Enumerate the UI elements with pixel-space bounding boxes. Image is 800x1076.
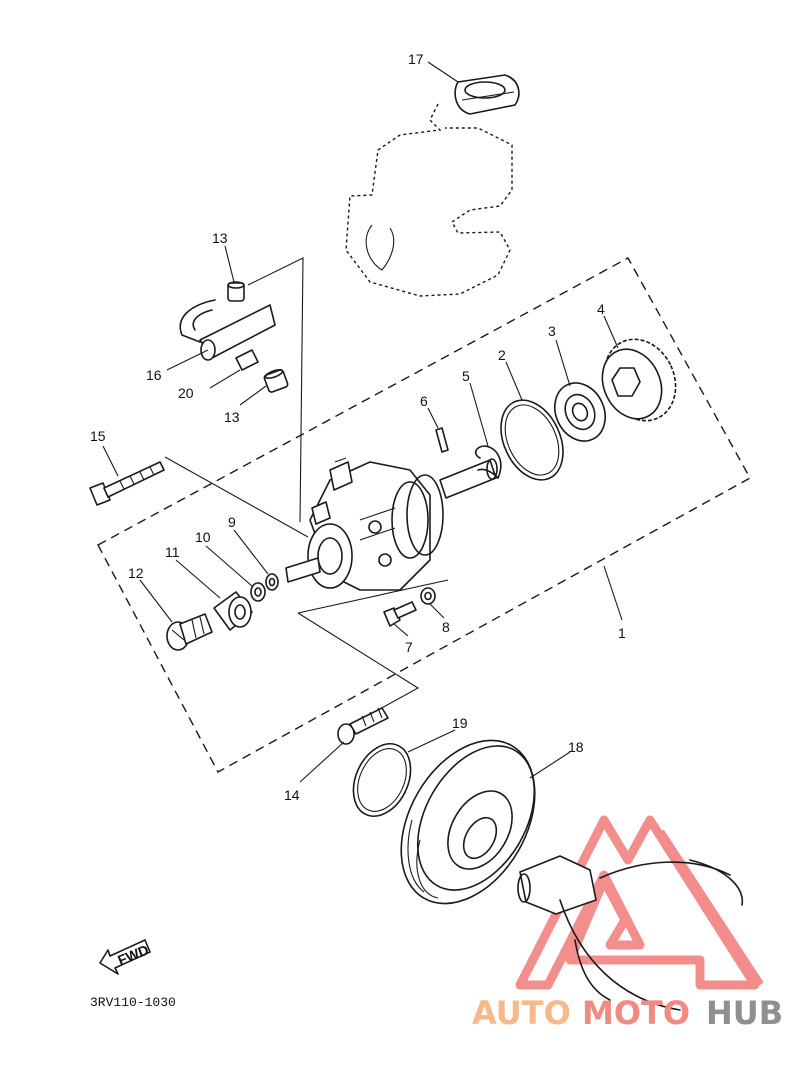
part-19-oring <box>352 743 412 817</box>
crankcase-outline <box>345 103 513 297</box>
part-17-cap <box>454 74 520 115</box>
label-16: 16 <box>146 367 162 383</box>
part-15-bolt <box>89 461 165 506</box>
label-20: 20 <box>178 385 194 401</box>
watermark-text: AUTO MOTO HUB <box>472 994 783 1032</box>
label-11: 11 <box>165 544 180 560</box>
label-1: 1 <box>618 625 626 641</box>
label-10: 10 <box>195 529 211 545</box>
watermark-part-1: AUTO <box>472 994 571 1032</box>
part-14-bolt <box>337 707 389 745</box>
diagram-code: 3RV110-1030 <box>90 995 176 1010</box>
part-16-pipe <box>179 299 276 361</box>
label-18: 18 <box>568 739 584 755</box>
part-2-oring <box>500 399 564 481</box>
watermark-part-3: HUB <box>706 994 783 1032</box>
label-13-lower: 13 <box>224 409 240 425</box>
label-2: 2 <box>498 347 506 363</box>
label-6: 6 <box>420 393 428 409</box>
part-13-lower-sleeve <box>263 369 289 393</box>
leader-lines <box>102 61 623 783</box>
watermark-logo-icon <box>515 815 764 990</box>
crankshaft <box>517 855 744 1011</box>
oil-pump-body <box>285 457 498 591</box>
label-3: 3 <box>548 323 556 339</box>
part-number-labels: 17 13 16 20 13 15 6 5 2 3 4 9 10 11 12 7… <box>90 51 626 803</box>
part-6-pin <box>435 427 449 453</box>
part-13-upper-sleeve <box>227 281 245 302</box>
fwd-arrow-icon: FWD <box>99 939 151 975</box>
label-17: 17 <box>408 51 424 67</box>
label-8: 8 <box>442 619 450 635</box>
label-19: 19 <box>452 715 468 731</box>
label-14: 14 <box>284 787 300 803</box>
label-5: 5 <box>462 368 470 384</box>
part-10-washer <box>250 582 266 602</box>
part-7-bolt <box>383 601 417 627</box>
assembly-boundary <box>97 257 751 773</box>
part-20-dowel <box>235 349 259 371</box>
label-13-upper: 13 <box>212 230 228 246</box>
part-8-washer <box>420 587 436 605</box>
crankcase-detail <box>365 224 395 271</box>
part-9-washer <box>265 573 279 591</box>
fwd-label: FWD <box>115 941 151 968</box>
part-12-bolt <box>166 613 213 651</box>
watermark-part-2: MOTO <box>582 994 690 1032</box>
label-7: 7 <box>405 639 413 655</box>
label-15: 15 <box>90 428 106 444</box>
part-11-cap-nut <box>213 591 253 631</box>
part-5-circlip <box>474 445 502 479</box>
part-18-pulley <box>400 739 536 905</box>
part-4-gear <box>601 338 677 422</box>
label-9: 9 <box>228 514 236 530</box>
part-3-bearing <box>554 382 606 442</box>
label-12: 12 <box>128 565 144 581</box>
label-4: 4 <box>597 301 605 317</box>
